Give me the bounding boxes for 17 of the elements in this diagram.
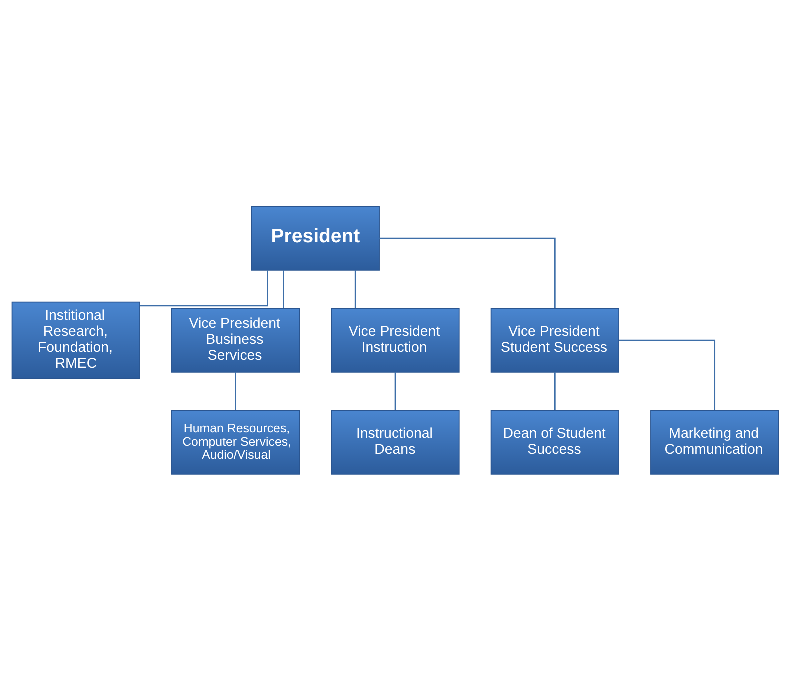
node-box: Vice President Business Services [172, 308, 300, 373]
node-box: Vice President Instruction [331, 308, 460, 373]
connector [283, 270, 284, 308]
node-box: President [251, 206, 380, 271]
node-box: Instructional Deans [331, 410, 460, 475]
node-box: Vice President Student Success [490, 308, 620, 373]
connector [394, 372, 396, 410]
connector [380, 238, 556, 308]
node-box: Dean of Student Success [490, 410, 620, 475]
node-box: Marketing and Communication [650, 410, 780, 475]
node-box: Institional Research, Foundation, RMEC [12, 302, 140, 380]
connector [619, 340, 716, 411]
connector [554, 372, 556, 410]
connector [140, 270, 268, 307]
connector [354, 270, 356, 308]
node-box: Human Resources, Computer Services, Audio/Visual [172, 410, 300, 475]
connector [235, 372, 236, 410]
